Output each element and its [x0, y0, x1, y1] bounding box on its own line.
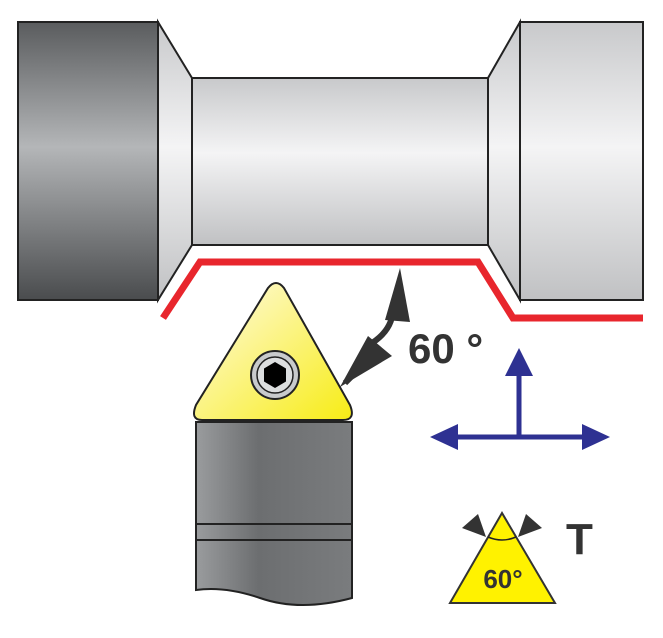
tool-holder	[195, 421, 353, 606]
clamp-screw-icon	[250, 350, 300, 400]
workpiece-left-chamfer	[157, 18, 193, 304]
workpiece-right-shoulder	[519, 21, 644, 301]
symbol-angle-label: 60°	[483, 564, 522, 594]
triangular-insert	[193, 282, 353, 421]
insert-code-letter: T	[566, 515, 593, 564]
workpiece-right-chamfer	[487, 18, 521, 304]
workpiece	[17, 18, 644, 304]
feed-direction-arrows-icon	[430, 348, 610, 450]
machining-contour-line	[160, 258, 643, 322]
angle-arrow-icon	[340, 268, 410, 387]
angle-label: 60 °	[408, 325, 483, 372]
workpiece-left-shoulder	[17, 21, 159, 301]
insert-shape-symbol: 60°	[448, 511, 557, 604]
workpiece-bore	[191, 77, 489, 246]
